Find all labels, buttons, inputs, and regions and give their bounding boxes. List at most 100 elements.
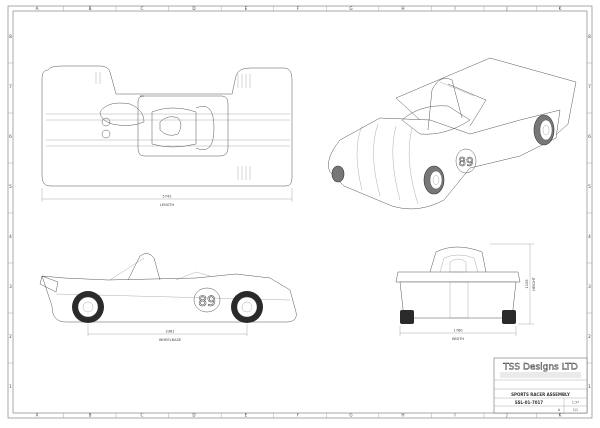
front-view-wheel-left (400, 310, 414, 324)
zone-col-label-bottom: I (454, 413, 455, 418)
height-value: 1106 (525, 279, 529, 289)
top-view-body-outline (41, 65, 293, 187)
width-value: 1780 (453, 329, 463, 333)
top-view-vents-front-top (95, 72, 101, 84)
company-name: TSS Designs LTD (502, 363, 578, 373)
length-value: 5742 (162, 195, 171, 199)
side-view-rear-wing (39, 275, 59, 293)
iso-wheel-front-left (423, 165, 445, 195)
front-view: 1780 WIDTH 1106 HEIGHT (395, 243, 536, 341)
title-block: TSS Designs LTD SPORTS RACER ASSEMBLY SS… (493, 357, 588, 414)
zone-col-label-top: B (89, 6, 92, 11)
iso-race-number-roundel: 89 (455, 148, 477, 174)
top-view-seat (151, 107, 197, 148)
height-label: HEIGHT (532, 276, 536, 291)
zone-col-label-bottom: E (245, 413, 248, 418)
iso-rollbar (427, 78, 463, 131)
top-view-vents-rear-top (237, 74, 251, 88)
top-view-mirror (101, 129, 111, 139)
zone-col-label-bottom: F (297, 413, 300, 418)
zone-col-label-bottom: G (349, 413, 352, 418)
width-dimension: 1780 WIDTH (399, 326, 517, 341)
side-view-wheel-rear (72, 291, 104, 323)
zone-col-label-bottom: A (36, 413, 39, 418)
zone-row-label-right: 4 (588, 234, 591, 239)
height-dimension: 1106 HEIGHT (490, 243, 536, 325)
company-hatch-band (500, 372, 581, 378)
side-view-rollbar (127, 253, 161, 281)
isometric-view: 89 (328, 57, 577, 210)
zone-row-label-left: 7 (9, 84, 12, 89)
inner-border (12, 10, 588, 414)
zone-row-label-right: 1 (588, 384, 591, 389)
top-view-mirror (101, 117, 111, 127)
zone-row-label-left: 8 (9, 34, 12, 39)
zone-col-label-top: A (36, 6, 39, 11)
zone-col-label-bottom: D (192, 413, 195, 418)
width-label: WIDTH (452, 337, 465, 341)
outer-border (7, 5, 593, 419)
front-view-body (399, 281, 517, 319)
front-view-center-stripe (449, 281, 469, 319)
zone-row-ticks (8, 62, 592, 364)
zone-col-label-top: I (454, 6, 455, 11)
zone-col-label-top: G (349, 6, 352, 11)
zone-row-label-left: 6 (9, 134, 12, 139)
zone-col-label-bottom: K (559, 413, 562, 418)
iso-wheel-rear-left (533, 114, 555, 146)
side-race-number: 89 (198, 294, 216, 310)
zone-column-labels-bottom: A B C D E F G H I J K (36, 413, 562, 418)
drawing-sheet-number: 1/1 (573, 408, 578, 412)
iso-nose-stripe (408, 127, 419, 205)
top-view-cockpit-opening (137, 95, 229, 157)
zone-row-label-left: 4 (9, 234, 12, 239)
zone-col-label-top: K (559, 6, 562, 11)
top-view-driver-helmet (159, 116, 182, 136)
front-view-headrest (449, 258, 467, 273)
zone-row-label-left: 5 (9, 184, 12, 189)
iso-nose-stripe (373, 123, 381, 197)
zone-col-label-top: E (245, 6, 248, 11)
side-view-windscreen (175, 271, 211, 281)
front-view-wheel-right (502, 310, 516, 324)
zone-col-label-bottom: H (401, 413, 404, 418)
iso-nose-stripe (356, 125, 363, 191)
iso-wheel-front-right (331, 165, 345, 183)
zone-col-label-top: H (401, 6, 404, 11)
zone-col-label-top: J (505, 6, 507, 11)
zone-row-label-left: 3 (9, 284, 12, 289)
zone-column-ticks (63, 6, 537, 418)
front-view-rollbar (429, 246, 487, 273)
zone-row-label-left: 1 (9, 384, 12, 389)
top-view-rollbar (195, 106, 215, 150)
zone-row-labels-left: 8 7 6 5 4 3 2 1 (9, 34, 12, 389)
top-view-headrest (99, 102, 145, 126)
wheelbase-dimension: 3361 WHEELBASE (87, 324, 248, 342)
zone-row-label-right: 8 (588, 34, 591, 39)
zone-row-label-right: 6 (588, 134, 591, 139)
side-view-race-number-roundel: 89 (193, 287, 221, 313)
zone-row-labels-right: 8 7 6 5 4 3 2 1 (588, 34, 591, 389)
zone-col-label-bottom: C (141, 413, 144, 418)
iso-rollbar-brace (439, 81, 475, 97)
wheelbase-value: 3361 (165, 330, 174, 334)
length-label: LENGTH (160, 203, 175, 207)
zone-col-label-top: F (297, 6, 300, 11)
side-view-wheel-front (231, 291, 263, 323)
iso-nose-stripe (392, 125, 401, 201)
iso-cockpit (401, 105, 471, 135)
drawing-number: SSL-01-7017 (515, 400, 543, 405)
zone-row-label-right: 5 (588, 184, 591, 189)
iso-body-outline (328, 109, 561, 210)
front-view-rollbar-inner (439, 254, 479, 273)
zone-row-label-left: 2 (9, 334, 12, 339)
zone-row-label-right: 7 (588, 84, 591, 89)
side-view: 89 3361 WHEELBASE (39, 253, 297, 342)
wheelbase-label: WHEELBASE (159, 338, 182, 342)
front-view-wing (395, 271, 521, 283)
zone-col-label-top: D (192, 6, 195, 11)
top-view: 5742 LENGTH (41, 65, 293, 207)
iso-race-number: 89 (458, 155, 473, 169)
side-view-rollbar-brace (109, 257, 145, 281)
